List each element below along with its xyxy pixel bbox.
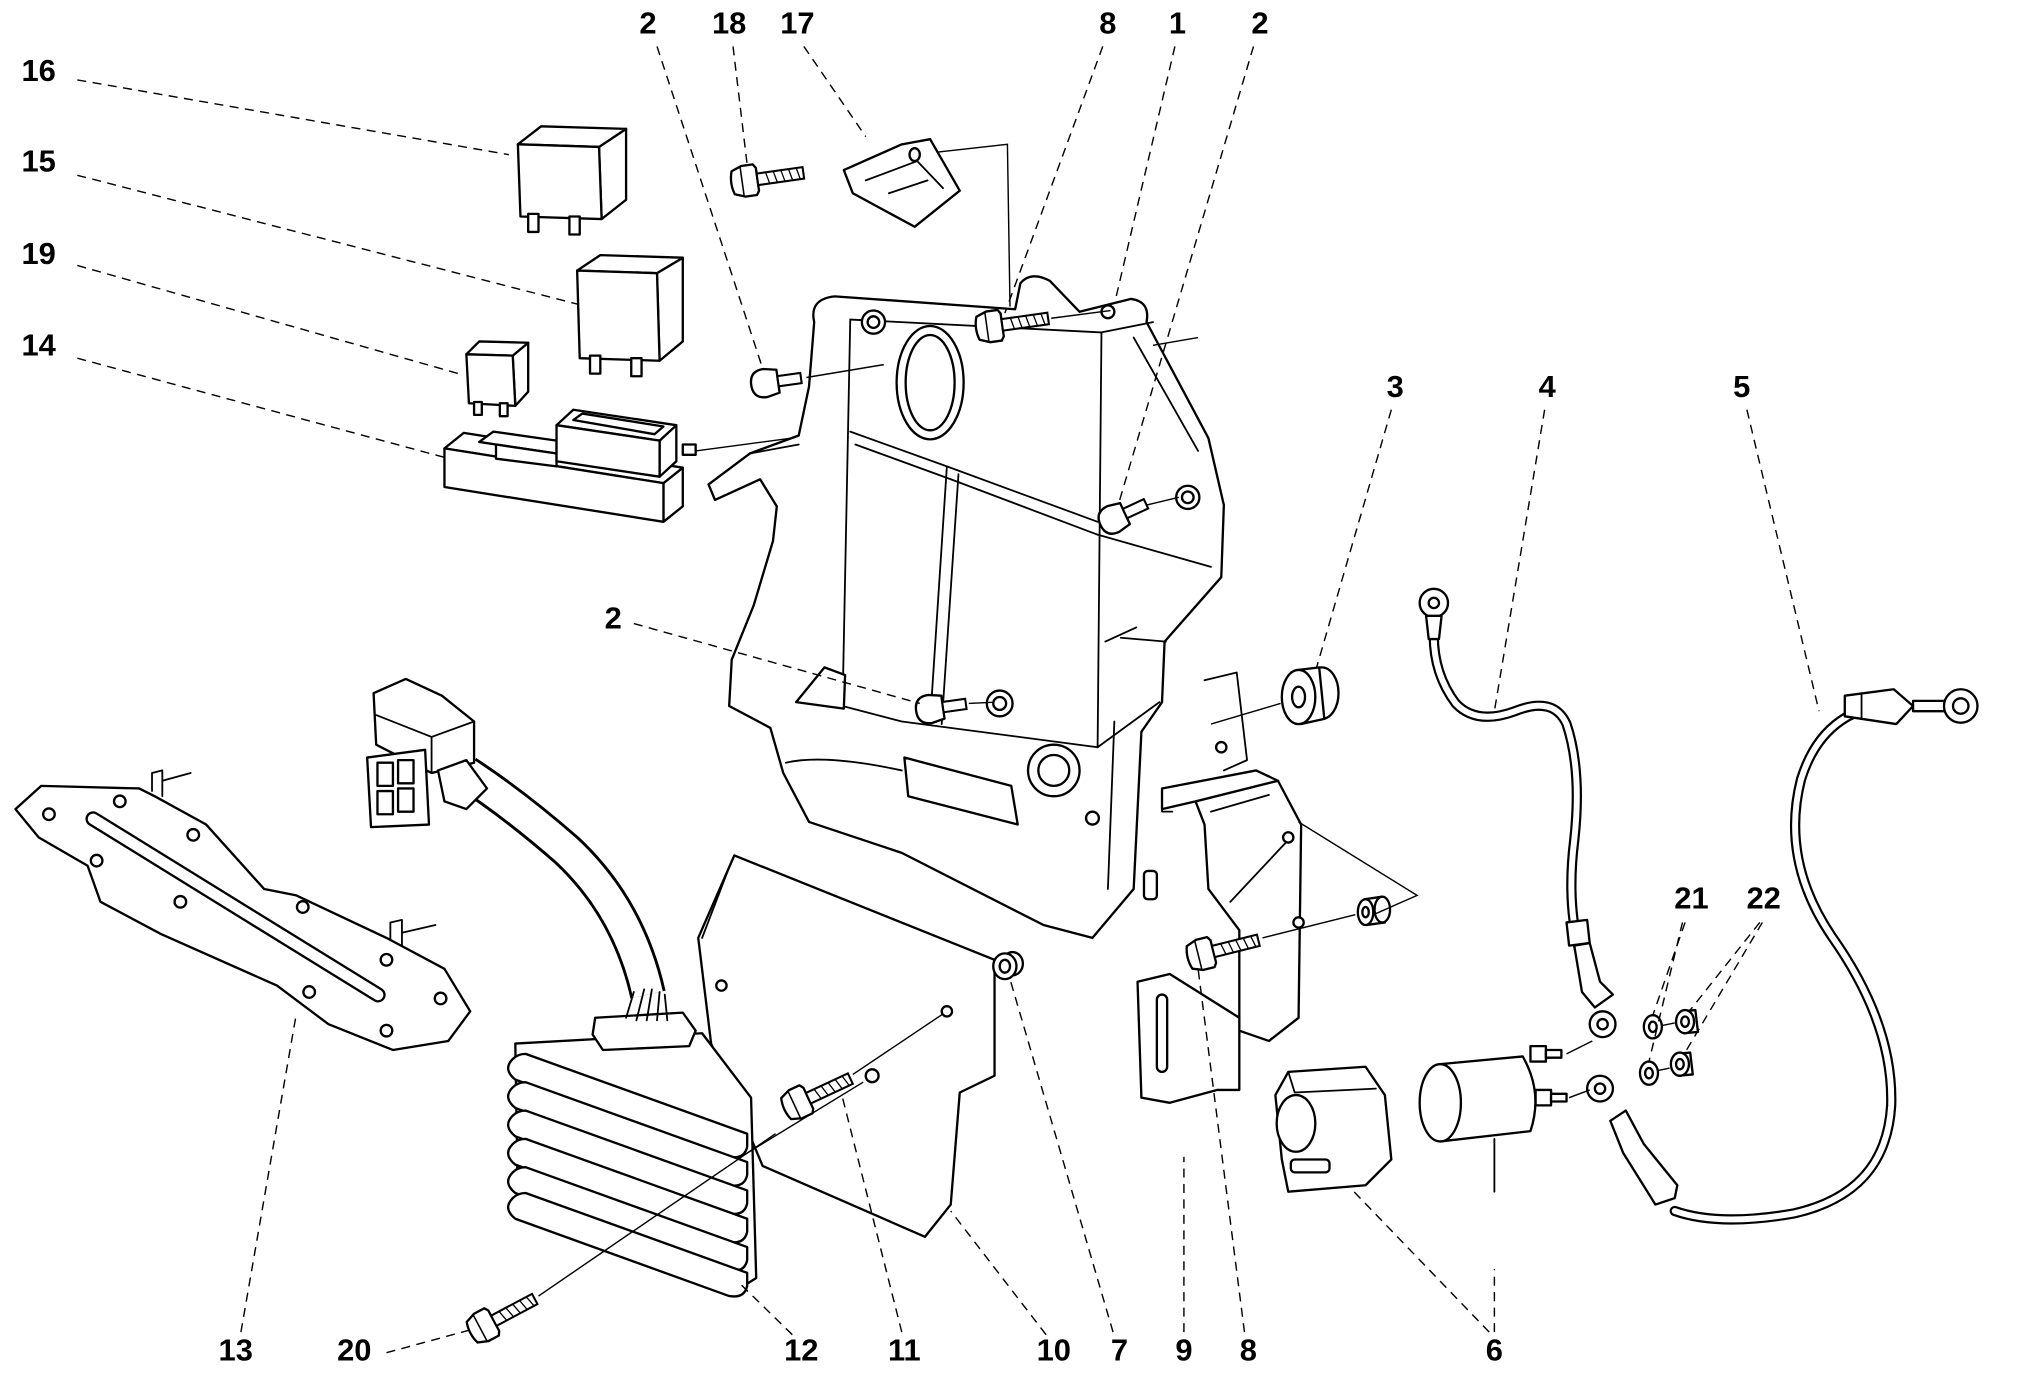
terminal-nuts bbox=[1669, 1008, 1700, 1077]
callout-label-4: 4 bbox=[1539, 369, 1557, 404]
callout-label-2: 2 bbox=[639, 6, 656, 41]
ground-cable-short bbox=[1418, 587, 1617, 1039]
callout-label-2: 2 bbox=[605, 601, 622, 636]
leader-line bbox=[1684, 922, 1763, 1053]
callout-label-5: 5 bbox=[1733, 369, 1750, 404]
leader-line bbox=[1114, 46, 1176, 300]
washer bbox=[992, 950, 1025, 981]
callout-label-22: 22 bbox=[1746, 880, 1780, 915]
leader-line bbox=[1493, 409, 1546, 712]
callout-label-8: 8 bbox=[1240, 1332, 1257, 1367]
leader-line bbox=[1009, 978, 1114, 1333]
leader-line bbox=[803, 46, 867, 138]
leader-line bbox=[633, 622, 921, 705]
callout-label-15: 15 bbox=[21, 143, 55, 178]
callout-label-11: 11 bbox=[888, 1332, 921, 1367]
callout-label-18: 18 bbox=[712, 6, 746, 41]
terminal-washers bbox=[1638, 1014, 1664, 1086]
callout-label-17: 17 bbox=[780, 6, 814, 41]
callout-label-12: 12 bbox=[784, 1332, 818, 1367]
leader-line bbox=[77, 264, 459, 375]
voltage-regulator bbox=[507, 988, 758, 1298]
mounting-plate bbox=[697, 854, 996, 1238]
leader-line bbox=[736, 1280, 793, 1336]
callout-label-6: 6 bbox=[1486, 1332, 1503, 1367]
leader-line bbox=[1652, 922, 1686, 1016]
leader-line bbox=[1648, 922, 1684, 1062]
spacer-nut bbox=[1356, 895, 1392, 927]
leader-line bbox=[77, 357, 445, 459]
hex-bolt bbox=[462, 1284, 544, 1348]
leader-line bbox=[732, 46, 748, 166]
leader-line bbox=[950, 1210, 1047, 1336]
callout-label-19: 19 bbox=[21, 236, 55, 271]
callout-labels: 16 15 19 14 2 18 17 8 1 2 3 4 5 2 21 22 … bbox=[21, 6, 1780, 1368]
leader-lines bbox=[77, 46, 1820, 1354]
wiring-harness bbox=[456, 757, 666, 999]
hex-bolt bbox=[727, 156, 807, 200]
callout-label-9: 9 bbox=[1175, 1332, 1192, 1367]
leader-line bbox=[1004, 46, 1104, 314]
callout-label-16: 16 bbox=[21, 53, 55, 88]
assembly-lines bbox=[538, 143, 1675, 1297]
leader-line bbox=[77, 79, 509, 156]
relay-medium bbox=[575, 253, 684, 378]
leader-line bbox=[656, 46, 764, 369]
small-bracket bbox=[842, 138, 961, 228]
callout-label-20: 20 bbox=[337, 1332, 371, 1367]
relay-large bbox=[516, 125, 628, 236]
wiring-connector bbox=[365, 677, 489, 829]
leader-line bbox=[1352, 1189, 1490, 1333]
callout-label-3: 3 bbox=[1387, 369, 1404, 404]
relay-holder bbox=[443, 408, 697, 523]
callout-label-1: 1 bbox=[1169, 6, 1186, 41]
leader-line bbox=[1315, 409, 1393, 668]
callout-label-7: 7 bbox=[1111, 1332, 1128, 1367]
callout-label-21: 21 bbox=[1674, 880, 1708, 915]
callout-label-8: 8 bbox=[1099, 6, 1116, 41]
rubber-grommet bbox=[1280, 666, 1340, 726]
leader-line bbox=[1689, 922, 1761, 1011]
ground-cable-long bbox=[1585, 688, 1979, 1225]
leader-line bbox=[240, 1013, 297, 1333]
leader-line bbox=[1746, 409, 1820, 712]
base-plate bbox=[14, 769, 472, 1052]
callout-label-13: 13 bbox=[219, 1332, 253, 1367]
leader-line bbox=[841, 1097, 903, 1333]
pin-screw bbox=[748, 362, 805, 401]
solenoid-bracket bbox=[1136, 769, 1305, 1104]
starter-solenoid bbox=[1418, 1044, 1568, 1193]
leader-line bbox=[1117, 46, 1255, 506]
relay-small bbox=[465, 340, 530, 418]
leader-line bbox=[77, 174, 578, 305]
callout-label-10: 10 bbox=[1037, 1332, 1071, 1367]
mounting-bracket bbox=[707, 275, 1248, 940]
callout-label-2: 2 bbox=[1251, 6, 1268, 41]
leader-line bbox=[386, 1328, 472, 1354]
callout-label-14: 14 bbox=[21, 328, 56, 363]
rubber-clamp bbox=[1274, 1065, 1393, 1193]
